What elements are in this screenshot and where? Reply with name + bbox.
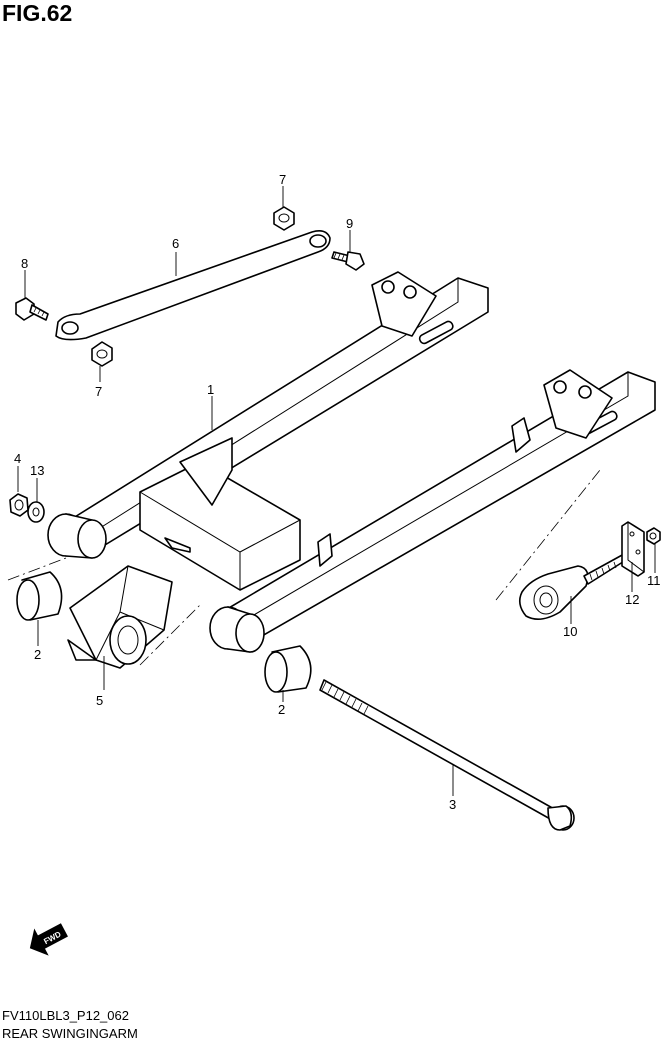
figure-title: FIG.62 [2,0,73,26]
part-8-bolt [15,297,49,321]
callout-6: 6 [172,236,179,251]
callout-7-upper: 7 [279,172,286,187]
callout-5: 5 [96,693,103,708]
part-6-torque-rod [55,230,331,341]
part-1-swingarm [47,271,656,653]
part-7-nut-lower [91,341,113,367]
callout-numbers: 1 2 2 3 4 5 6 7 7 8 9 10 11 12 13 [14,172,661,812]
callout-2-right: 2 [278,702,285,717]
diagram-name: REAR SWINGINGARM [2,1026,138,1041]
part-2-bushing-right [264,645,312,693]
callout-1: 1 [207,382,214,397]
part-4-nut [9,493,29,517]
fwd-arrow-icon: FWD [29,923,68,956]
callout-8: 8 [21,256,28,271]
leader-lines [17,186,656,796]
part-7-nut-upper [273,206,295,231]
callout-3: 3 [449,797,456,812]
part-13-washer [27,501,45,523]
part-2-bushing-left [16,571,63,621]
alignment-line [495,469,601,601]
part-10-chain-adjuster [518,553,627,620]
part-5-chain-guard [67,565,173,669]
part-9-bolt [331,251,365,271]
callout-12: 12 [625,592,639,607]
callout-9: 9 [346,216,353,231]
part-11-nut [646,527,661,545]
diagram-code: FV110LBL3_P12_062 [2,1008,129,1023]
part-12-plate [621,521,645,577]
alignment-line [139,604,201,666]
callout-10: 10 [563,624,577,639]
callout-2-left: 2 [34,647,41,662]
alignment-line [7,557,67,581]
callout-7-lower: 7 [95,384,102,399]
callout-4: 4 [14,451,21,466]
callout-13: 13 [30,463,44,478]
callout-11: 11 [647,573,661,588]
part-3-pivot-bolt [319,679,575,831]
